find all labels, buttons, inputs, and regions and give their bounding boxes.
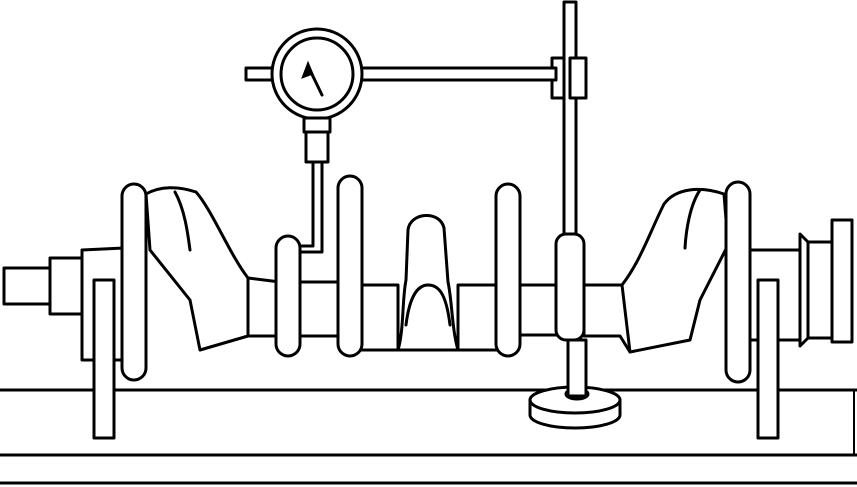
- main-journal-center-right: [456, 283, 500, 352]
- rear-flange: [806, 240, 836, 340]
- dial-indicator-face: [279, 36, 355, 112]
- crank-pin-1: [296, 280, 340, 338]
- dial-indicator-neck: [302, 116, 332, 134]
- stand-clamp: [568, 56, 588, 100]
- dial-indicator-plunger: [298, 160, 324, 254]
- counterweight-5: [724, 180, 752, 384]
- crankshaft: [2, 174, 854, 384]
- v-block-right: [756, 278, 780, 440]
- crankshaft-front-snout: [2, 266, 56, 306]
- v-blocks: [92, 278, 780, 440]
- main-journal-center-left: [358, 283, 400, 352]
- counterweight-3: [336, 174, 364, 358]
- dial-indicator: [270, 27, 364, 254]
- rear-flange-plate: [830, 218, 854, 344]
- crank-web-4: [582, 187, 730, 354]
- arm-rod: [354, 66, 558, 82]
- dial-needle-icon: [301, 60, 324, 97]
- magnetic-stand: [550, 0, 588, 398]
- journal-under-probe: [554, 232, 586, 342]
- v-block-left: [92, 278, 116, 440]
- surface-plate: [0, 388, 857, 485]
- counterweight-4: [494, 182, 522, 358]
- counterweight-1: [120, 182, 148, 382]
- crank-center-throw: [396, 214, 460, 352]
- dial-indicator-stem-housing: [304, 130, 330, 164]
- stand-rod-upper: [562, 0, 578, 236]
- crankshaft-front-step: [48, 256, 84, 316]
- crank-pin-2: [518, 283, 560, 337]
- counterweight-2: [274, 234, 302, 358]
- crank-web-1: [144, 186, 282, 352]
- stand-rod-lower: [566, 338, 588, 398]
